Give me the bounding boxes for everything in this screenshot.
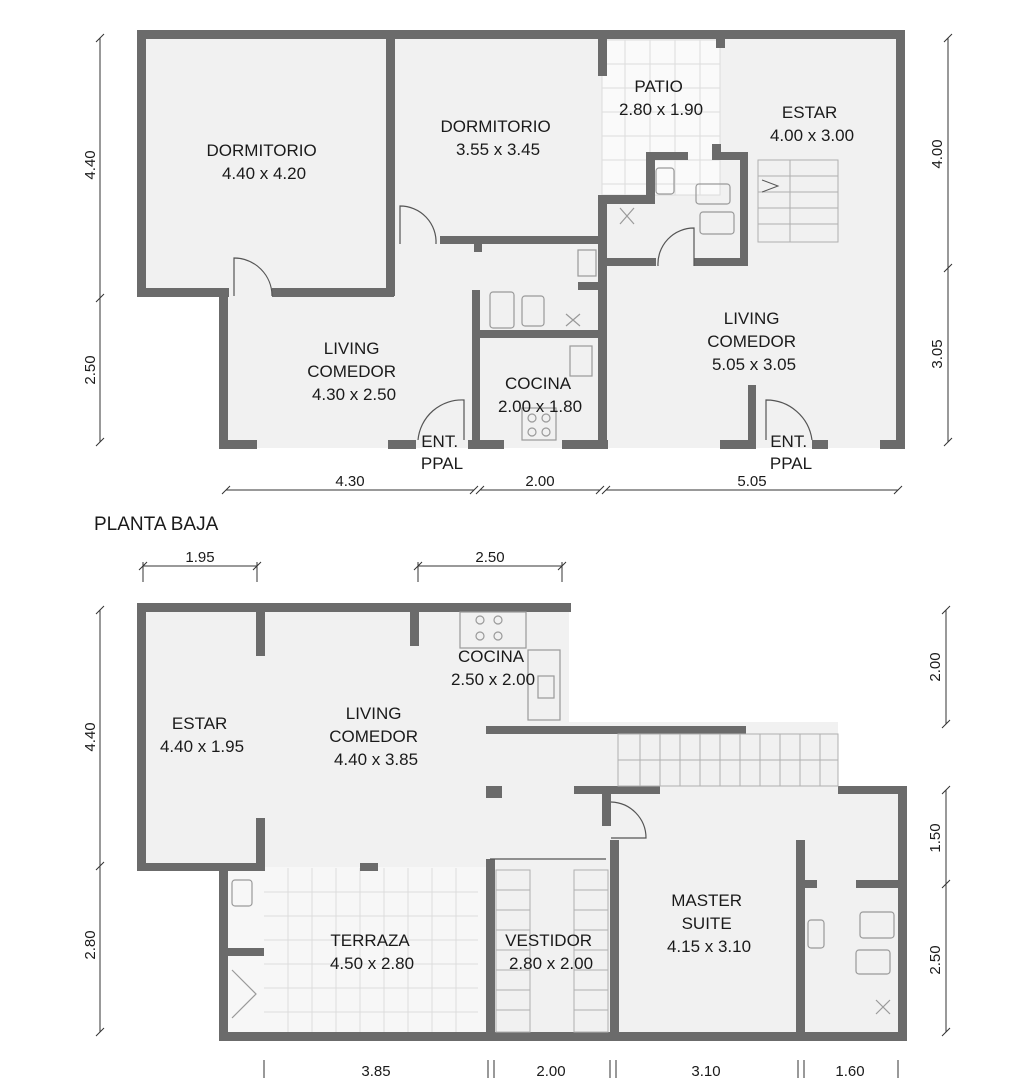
dim-upper-bottom-3: 3.10 [691,1063,720,1080]
room-living-comedor-right: LIVING COMEDOR 5.05 x 3.05 [707,309,801,374]
terrace-floor-tiles [264,868,478,1032]
dim-ground-left-top: 4.40 [82,150,99,179]
upper-room-labels: ESTAR 4.40 x 1.95 LIVING COMEDOR 4.40 x … [160,647,751,973]
label-entrance-left: ENT. PPAL [421,432,463,473]
staircase-upper [617,733,839,787]
dim-upper-top-1: 1.95 [185,549,214,566]
room-estar-upper: ESTAR 4.40 x 1.95 [160,714,244,756]
dim-upper-bottom-4: 1.60 [835,1063,864,1080]
dim-upper-bottom-1: 3.85 [361,1063,390,1080]
dim-ground-bottom-3: 5.05 [737,473,766,490]
door-entrance-right [765,399,813,441]
label-entrance-right: ENT. PPAL [770,432,812,473]
door-dorm2 [399,205,437,245]
door-entrance-left [417,399,465,441]
dim-ground-left-bottom: 2.50 [82,355,99,384]
room-living-comedor-upper: LIVING COMEDOR 4.40 x 3.85 [329,704,423,769]
kitchen-fixtures-upper [459,611,561,721]
dim-upper-right-1: 2.00 [927,652,944,681]
dim-upper-top-2: 2.50 [475,549,504,566]
room-master-suite: MASTER SUITE 4.15 x 3.10 [667,891,751,956]
room-dormitorio-1: DORMITORIO 4.40 x 4.20 [207,141,322,183]
dim-ground-right-top: 4.00 [929,139,946,168]
section-title-planta-baja: PLANTA BAJA [94,514,219,535]
ground-dimensions: 4.40 2.50 4.00 3.05 4.30 2.00 5.05 [82,33,953,495]
ground-floor-plan: DORMITORIO 4.40 x 4.20 DORMITORIO 3.55 x… [82,30,953,495]
dim-upper-left-top: 4.40 [82,722,99,751]
patio-floor-tiles [601,39,721,196]
dim-upper-left-bottom: 2.80 [82,930,99,959]
kitchen-fixtures [489,249,597,441]
dim-ground-bottom-2: 2.00 [525,473,554,490]
dim-ground-bottom-1: 4.30 [335,473,364,490]
ground-room-labels: DORMITORIO 4.40 x 4.20 DORMITORIO 3.55 x… [207,77,855,473]
bathroom-fixtures-upper [231,879,895,1019]
room-patio: PATIO 2.80 x 1.90 [619,77,703,119]
room-vestidor: VESTIDOR 2.80 x 2.00 [505,931,597,973]
vestidor-shelving [495,869,609,1033]
room-cocina-upper: COCINA 2.50 x 2.00 [451,647,535,689]
upper-floor-plan: ESTAR 4.40 x 1.95 LIVING COMEDOR 4.40 x … [82,549,951,1080]
room-cocina-ground: COCINA 2.00 x 1.80 [498,374,582,416]
door-upper-hall [610,801,647,839]
dim-upper-right-2: 1.50 [927,823,944,852]
staircase [757,159,839,243]
room-dormitorio-2: DORMITORIO 3.55 x 3.45 [441,117,556,159]
dim-ground-right-bottom: 3.05 [929,339,946,368]
upper-dimensions: 1.95 2.50 4.40 2.80 2.00 1.50 2.50 3.85 … [82,549,951,1080]
room-living-comedor-left: LIVING COMEDOR 4.30 x 2.50 [307,339,401,404]
room-estar-ground: ESTAR 4.00 x 3.00 [770,103,854,145]
room-terraza: TERRAZA 4.50 x 2.80 [330,931,414,973]
dim-upper-right-3: 2.50 [927,945,944,974]
dim-upper-bottom-2: 2.00 [536,1063,565,1080]
door-bath [657,227,695,267]
bathroom-fixtures [619,167,735,235]
door-dorm1 [233,257,273,297]
